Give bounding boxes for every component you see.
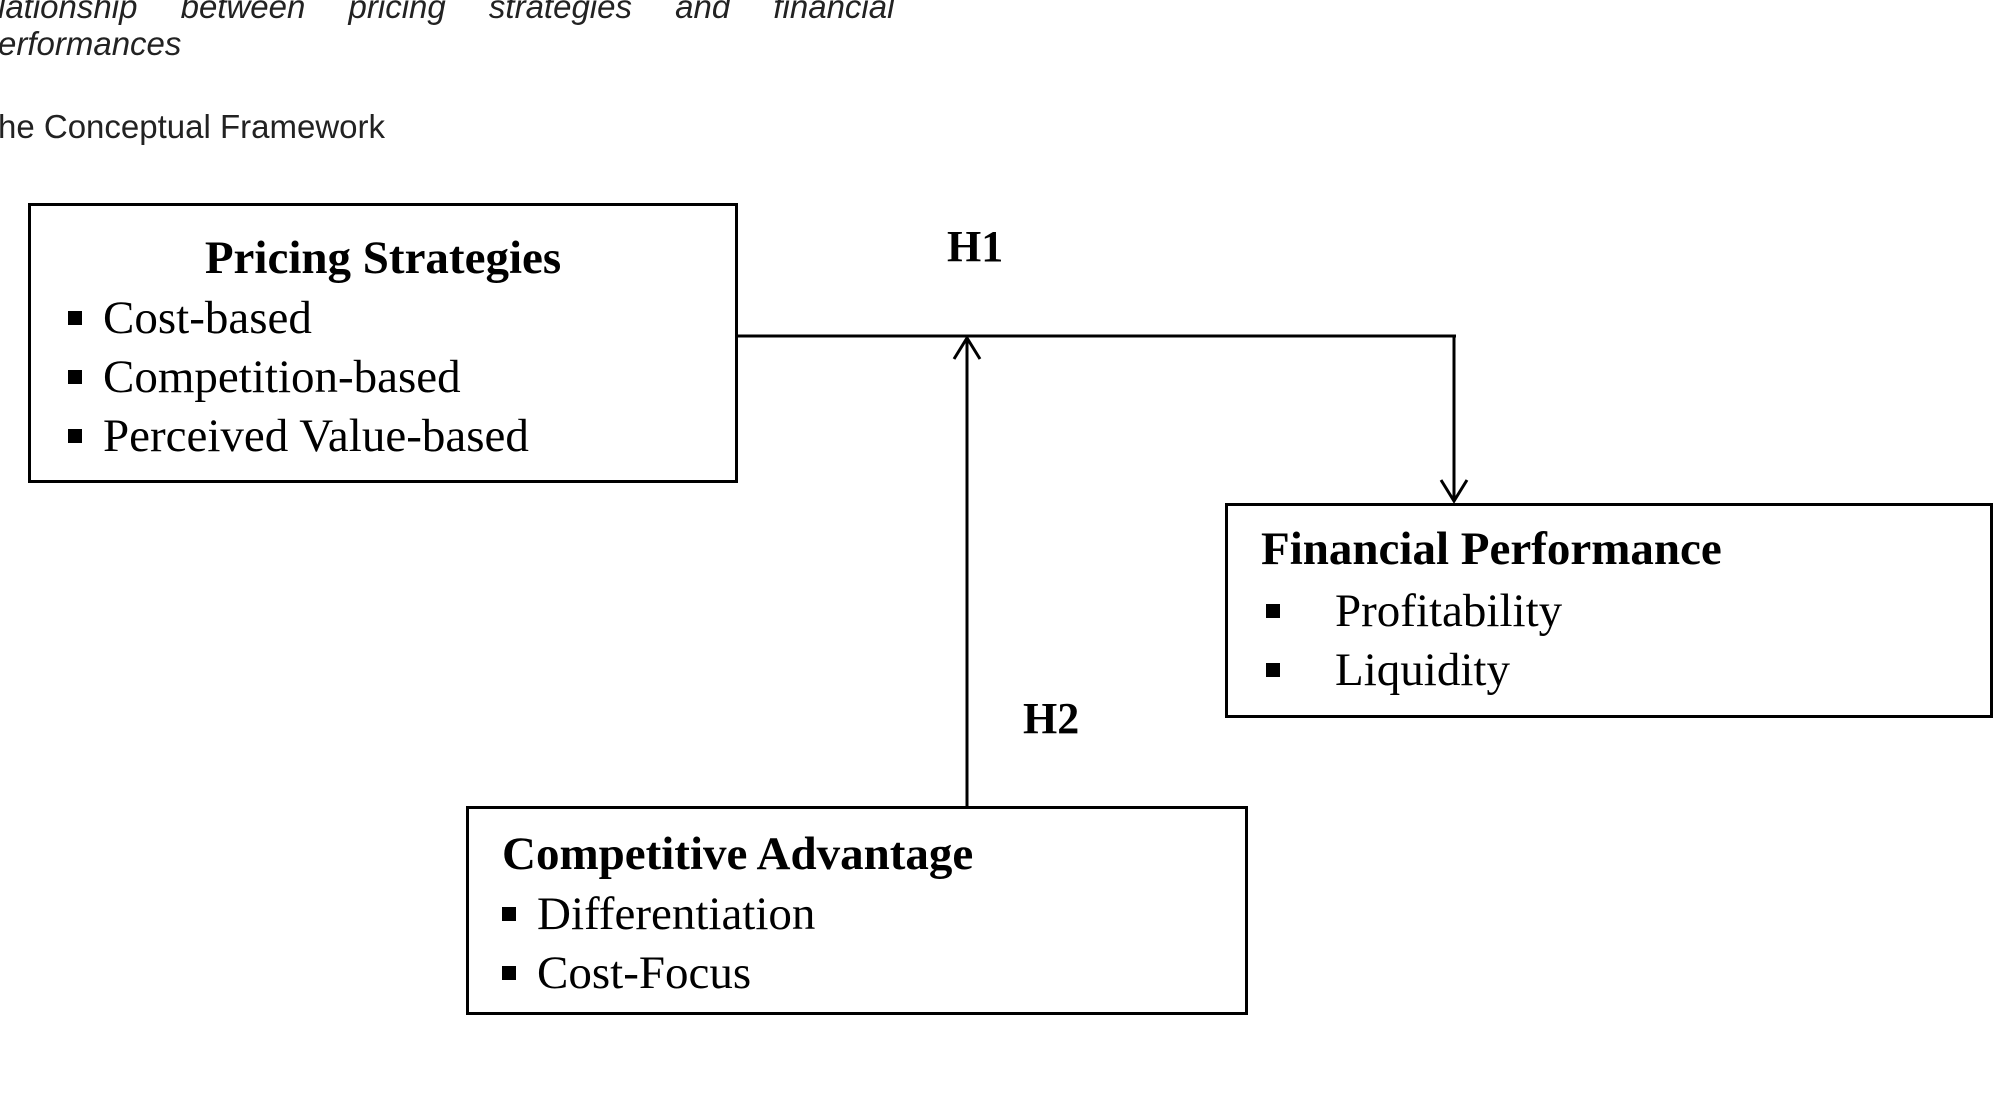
- competitive-advantage-box: Competitive Advantage Differentiation Co…: [466, 806, 1248, 1015]
- square-bullet-icon: [68, 311, 82, 326]
- square-bullet-icon: [502, 907, 516, 922]
- competitive-item-cost-focus: Cost-Focus: [502, 944, 1245, 1003]
- hypothesis-h1-label: H1: [947, 222, 1004, 271]
- square-bullet-icon: [502, 966, 516, 981]
- h2-arrowhead: [952, 335, 982, 360]
- pricing-strategies-box: Pricing Strategies Cost-based Competitio…: [28, 203, 738, 483]
- financial-performance-box: Financial Performance Profitability Liqu…: [1225, 503, 1993, 718]
- competitive-item-differentiation: Differentiation: [502, 885, 1245, 944]
- competitive-item-label: Differentiation: [537, 888, 816, 941]
- square-bullet-icon: [68, 428, 82, 443]
- pricing-item-competition-based: Competition-based: [68, 348, 735, 407]
- financial-item-label: Profitability: [1335, 585, 1563, 638]
- pricing-item-perceived-value-based: Perceived Value-based: [68, 407, 735, 466]
- pricing-item-label: Perceived Value-based: [103, 409, 529, 462]
- h1-arrowhead: [1439, 479, 1469, 504]
- pricing-item-label: Competition-based: [103, 350, 461, 403]
- figure-caption-line-1: lationship between pricing strategies an…: [0, 0, 895, 25]
- competitive-item-label: Cost-Focus: [537, 946, 752, 999]
- square-bullet-icon: [68, 370, 82, 385]
- pricing-item-label: Cost-based: [103, 292, 312, 345]
- pricing-strategies-title: Pricing Strategies: [204, 232, 562, 284]
- financial-performance-title: Financial Performance: [1261, 523, 1722, 575]
- competitive-advantage-title: Competitive Advantage: [502, 828, 974, 880]
- financial-item-label: Liquidity: [1335, 643, 1510, 696]
- pricing-item-cost-based: Cost-based: [68, 289, 735, 348]
- square-bullet-icon: [1266, 663, 1280, 678]
- hypothesis-h2-label: H2: [1023, 694, 1080, 743]
- figure-subtitle: he Conceptual Framework: [0, 108, 386, 145]
- square-bullet-icon: [1266, 604, 1280, 619]
- financial-item-liquidity: Liquidity: [1261, 641, 1990, 700]
- financial-item-profitability: Profitability: [1261, 582, 1990, 641]
- figure-caption-line-2: erformances: [0, 25, 182, 62]
